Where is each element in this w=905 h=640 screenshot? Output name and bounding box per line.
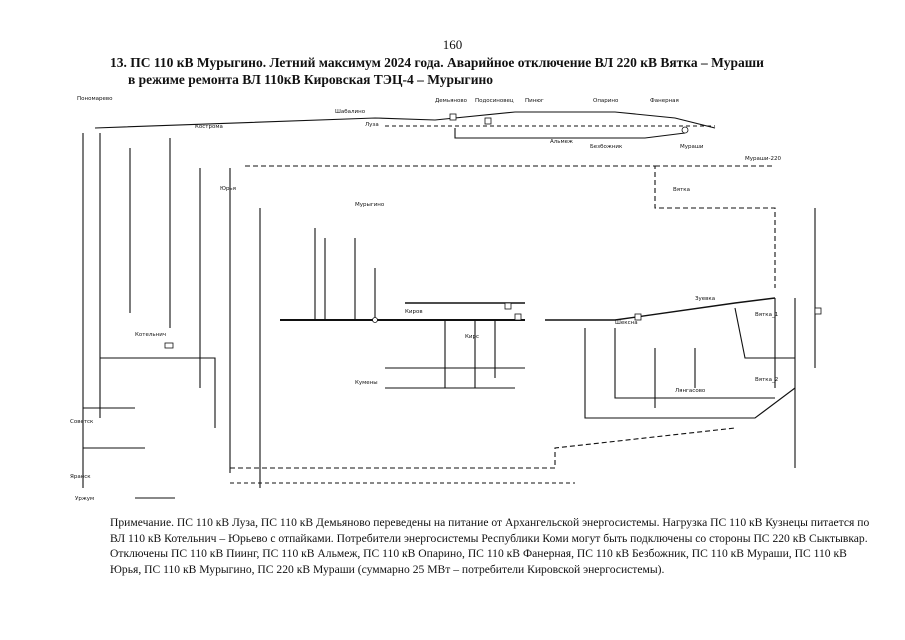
node-pinyug: Пинюг [525,98,544,104]
grid-lines [82,111,816,499]
node-luza: Луза [365,122,379,128]
node-sheksna: Шексна [615,320,638,326]
node-bezbozhnik: Безбожник [590,144,623,150]
node-oparino: Опарино [593,98,619,104]
node-podosinovets: Подосиновец [475,98,514,104]
breakers [164,113,822,349]
footnote: Примечание. ПС 110 кВ Луза, ПС 110 кВ Де… [110,516,870,576]
node-vyatka: Вятка [673,187,690,193]
node-kumeny: Кумены [355,380,378,386]
node-murashi-220: Мураши-220 [745,156,781,162]
node-yurya: Юрья [220,186,236,192]
node-ponomarevo: Пономарево [77,96,113,102]
node-kirs: Кирс [465,334,479,340]
title-line-2: в режиме ремонта ВЛ 110кВ Кировская ТЭЦ-… [128,72,493,87]
node-yaransk: Яранск [70,474,91,480]
node-vyatka-2: Вятка_2 [755,377,778,383]
node-sovetsk: Советск [70,419,94,425]
node-almezh: Альмеж [550,139,573,145]
node-labels: Пономарево Шабалино Луза Демьяново Подос… [70,96,781,502]
node-kirov: Киров [405,309,423,315]
node-shabalino: Шабалино [335,109,366,115]
node-demyanovo: Демьяново [435,98,468,104]
node-fanernaya: Фанерная [650,98,679,104]
page-title: 13. ПС 110 кВ Мурыгино. Летний максимум … [110,54,870,88]
node-lyangasovo: Лянгасово [675,388,706,394]
power-grid-diagram: Пономарево Шабалино Луза Демьяново Подос… [70,96,822,502]
page-number: 160 [442,37,463,52]
node-urzhum: Уржум [75,496,94,502]
title-line-1: 13. ПС 110 кВ Мурыгино. Летний максимум … [110,55,764,70]
node-murashi: Мураши [680,144,704,150]
node-kotelnich: Котельнич [135,332,166,338]
node-vyatka-1: Вятка_1 [755,312,778,318]
node-zuevka: Зуевка [695,296,715,302]
node-kostroma: Кострома [195,124,223,130]
node-murygino: Мурыгино [355,202,385,208]
